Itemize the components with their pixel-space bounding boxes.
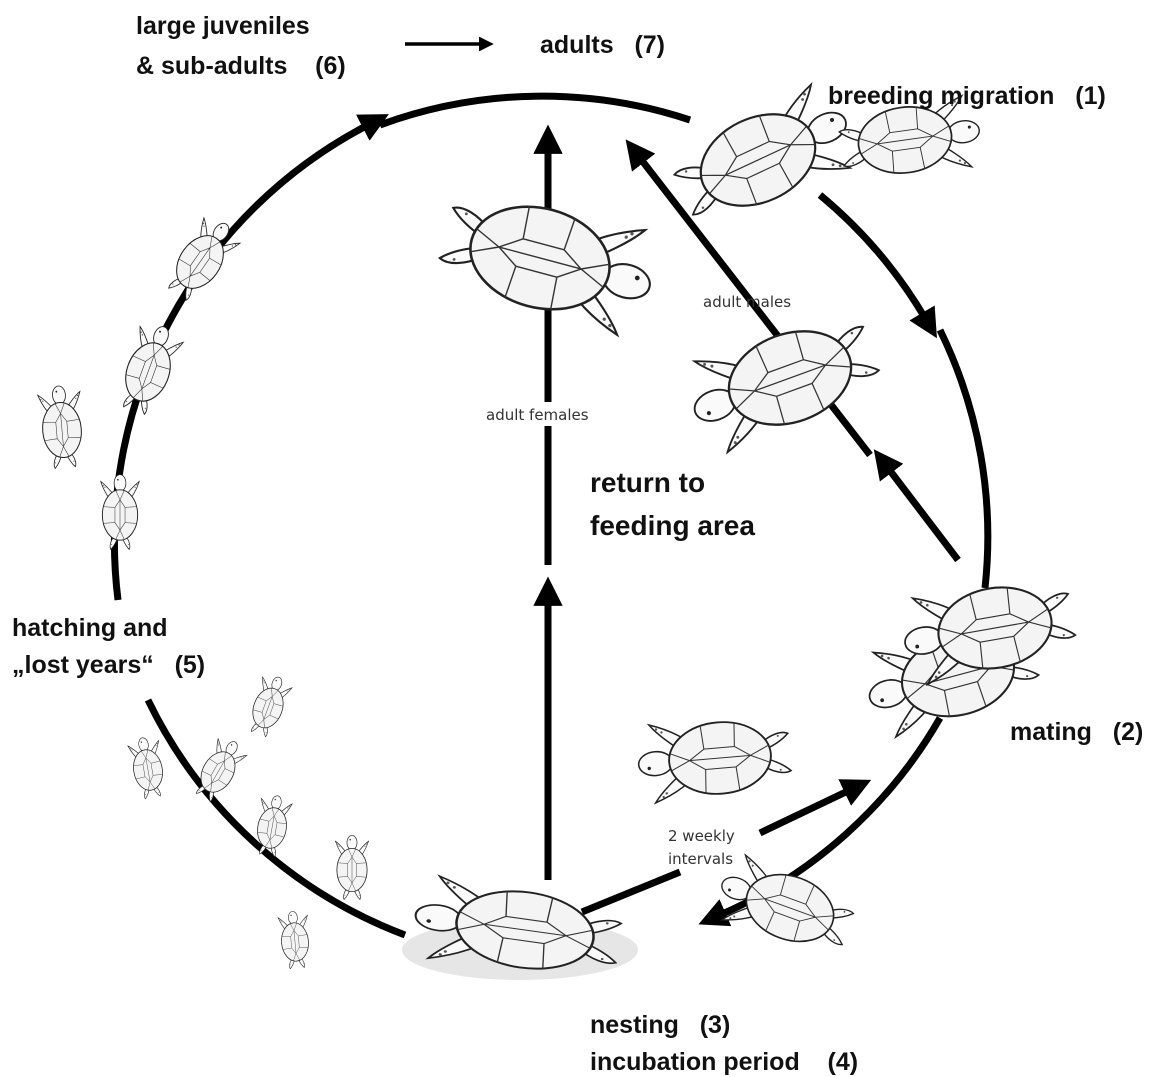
label-adult-males: adult males	[703, 293, 791, 311]
hatchling-6	[278, 910, 312, 969]
turtle-interval-swimmer	[635, 713, 793, 804]
arc-top	[380, 96, 690, 125]
label-adults: adults (7)	[540, 31, 665, 59]
label-mating: mating (2)	[1010, 718, 1143, 746]
hatchling-1	[244, 672, 294, 740]
label-interval-line1: 2 weekly	[668, 827, 735, 845]
turtle-illustrations	[37, 78, 1079, 984]
juvenile-2	[37, 384, 86, 469]
juvenile-1	[101, 475, 140, 550]
label-incubation-period: incubation period (4)	[590, 1048, 858, 1076]
label-juveniles-line2: & sub-adults (6)	[136, 52, 346, 80]
label-nesting: nesting (3)	[590, 1011, 730, 1039]
arrow-males-lower	[888, 468, 958, 560]
label-breeding-migration: breeding migration (1)	[828, 82, 1106, 110]
hatchling-2	[127, 735, 168, 800]
hatchling-3	[189, 734, 250, 806]
label-return-line1: return to	[590, 467, 705, 498]
label-hatching-line2: „lost years“ (5)	[12, 651, 205, 679]
label-return-line2: feeding area	[590, 510, 755, 541]
arc-breeding-migration	[820, 195, 925, 318]
label-juveniles-line1: large juveniles	[136, 12, 310, 40]
juvenile-3	[112, 319, 186, 418]
juvenile-4	[159, 212, 244, 307]
line-nesting-to-intervals	[582, 872, 680, 912]
label-adult-females: adult females	[486, 406, 589, 424]
hatchling-5	[335, 835, 368, 899]
label-interval-line2: intervals	[668, 850, 733, 868]
label-hatching-line1: hatching and	[12, 614, 168, 642]
cycle-arcs	[114, 44, 987, 935]
arrow-two-weekly-intervals	[760, 790, 850, 833]
